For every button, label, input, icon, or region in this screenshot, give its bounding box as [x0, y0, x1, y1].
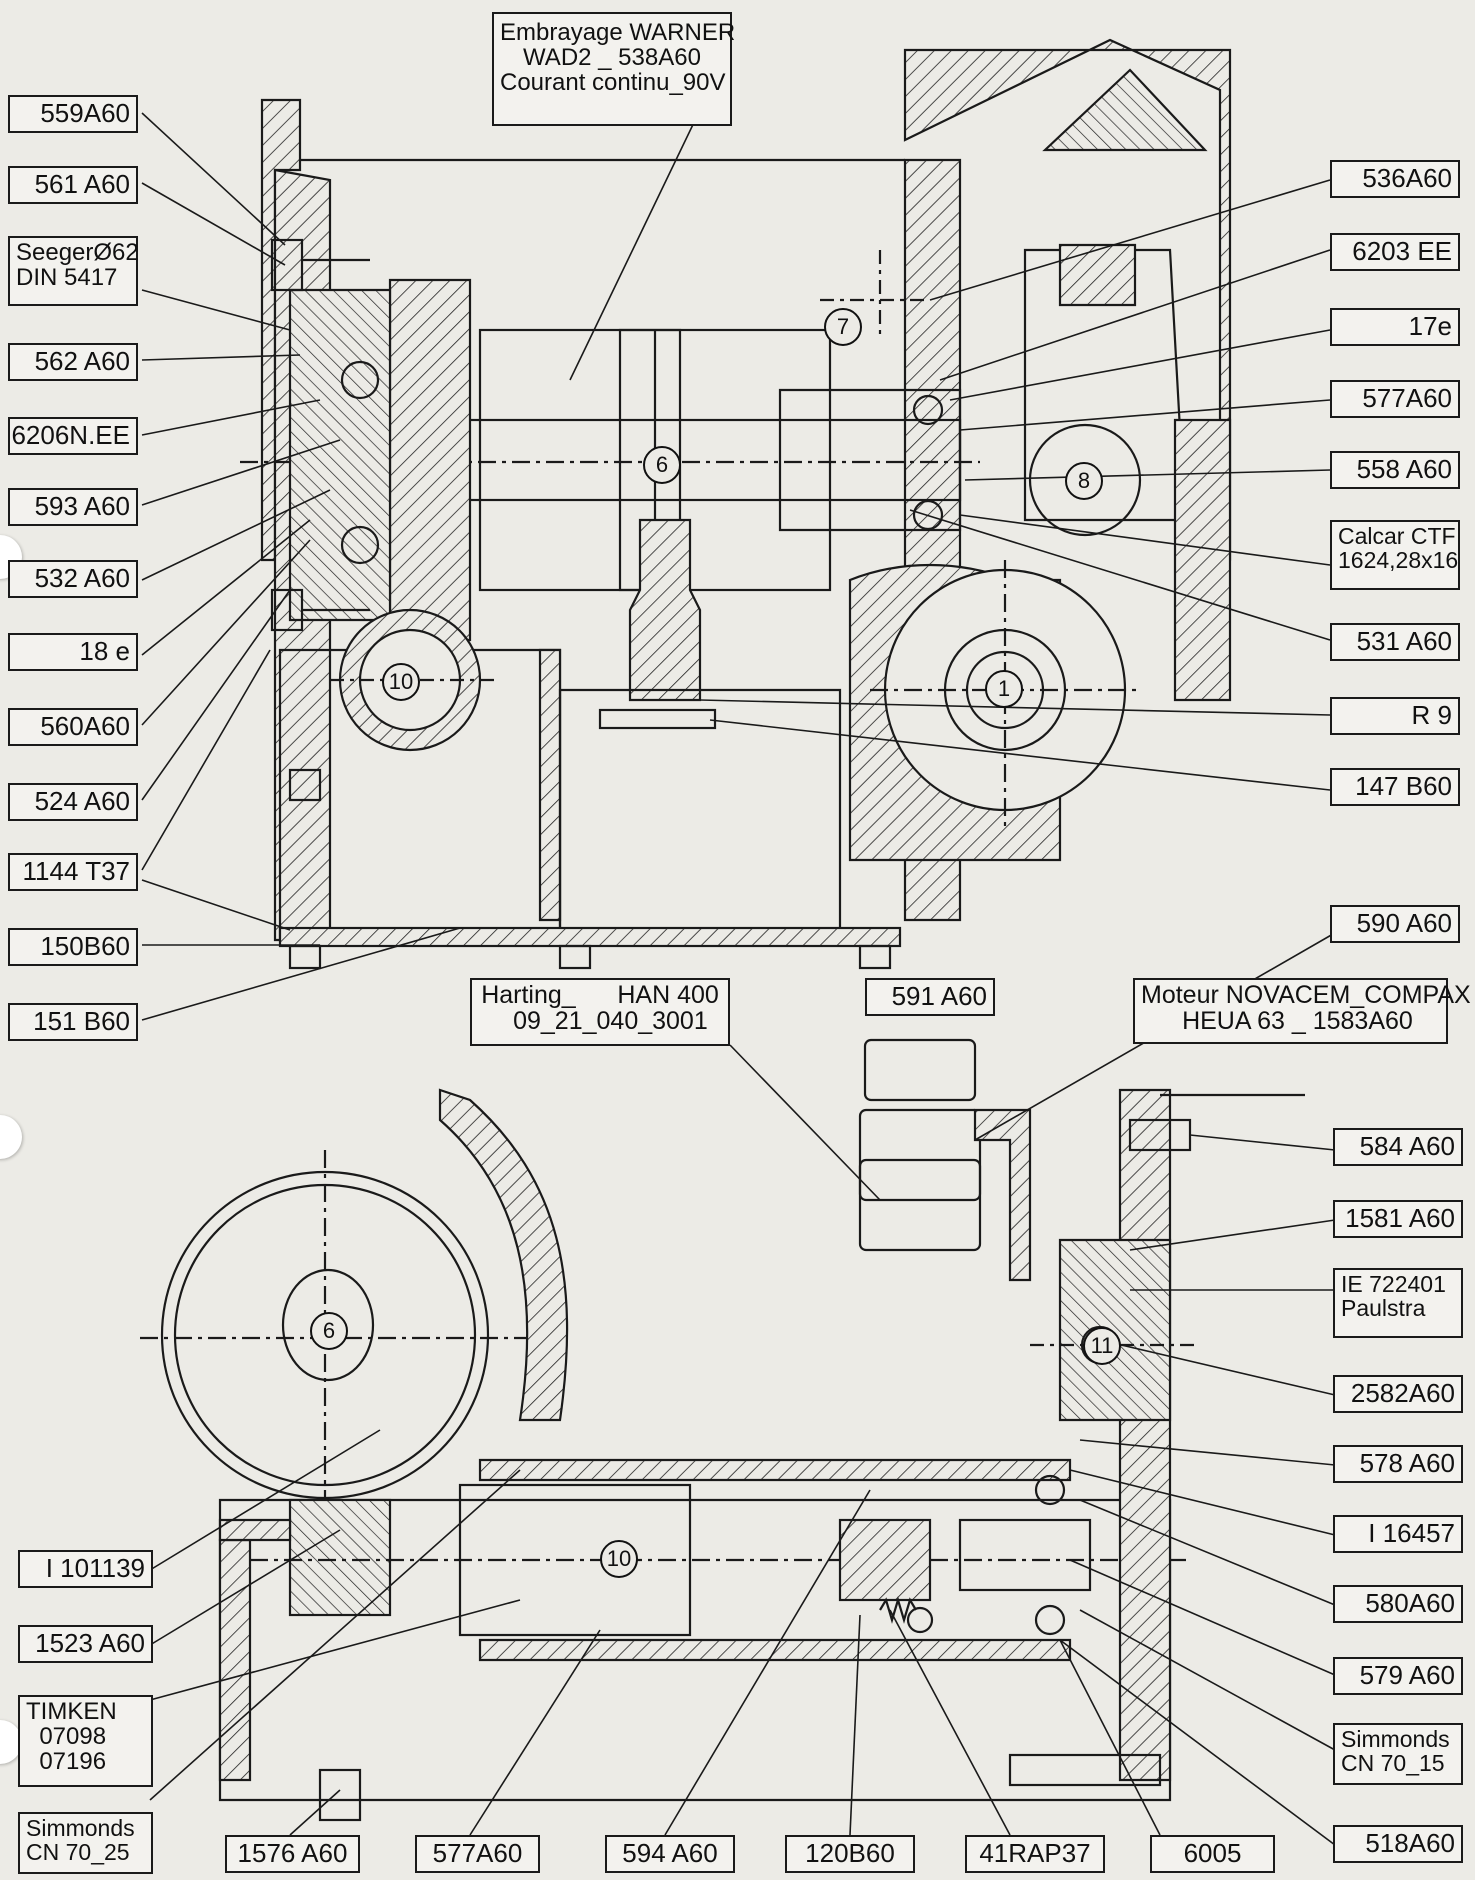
- reference-bubble-11: 11: [1083, 1327, 1121, 1365]
- part-label-524a60: 524 A60: [8, 783, 138, 821]
- reference-bubble-7: 7: [824, 308, 862, 346]
- part-label-532a60: 532 A60: [8, 560, 138, 598]
- part-label-1581a60: 1581 A60: [1333, 1200, 1463, 1238]
- part-label-593a60: 593 A60: [8, 488, 138, 526]
- part-label-560a60: 560A60: [8, 708, 138, 746]
- binder-hole-bottom: [0, 1720, 22, 1764]
- part-label-561a60: 561 A60: [8, 166, 138, 204]
- part-label-timken: TIMKEN 07098 07196: [18, 1695, 153, 1787]
- part-label-591a60: 591 A60: [865, 978, 995, 1016]
- part-label-i16457: I 16457: [1333, 1515, 1463, 1553]
- part-label-579a60: 579 A60: [1333, 1657, 1463, 1695]
- part-label-558a60: 558 A60: [1330, 451, 1460, 489]
- part-label-577a60-top: 577A60: [1330, 380, 1460, 418]
- part-label-150b60: 150B60: [8, 928, 138, 966]
- part-label-151b60: 151 B60: [8, 1003, 138, 1041]
- part-label-578a60: 578 A60: [1333, 1445, 1463, 1483]
- part-label-ie722401: IE 722401 Paulstra: [1333, 1268, 1463, 1338]
- part-label-584a60: 584 A60: [1333, 1128, 1463, 1166]
- part-label-1523a60: 1523 A60: [18, 1625, 153, 1663]
- part-label-seeger: SeegerØ62 DIN 5417: [8, 236, 139, 306]
- part-label-1144t37: 1144 T37: [8, 853, 138, 891]
- part-label-559a60: 559A60: [8, 95, 138, 133]
- reference-bubble-6-upper: 6: [643, 446, 681, 484]
- part-label-1576a60: 1576 A60: [225, 1835, 360, 1873]
- part-label-580a60: 580A60: [1333, 1585, 1463, 1623]
- binder-hole-middle: [0, 1115, 22, 1159]
- part-label-562a60: 562 A60: [8, 343, 138, 381]
- reference-bubble-1: 1: [985, 670, 1023, 708]
- part-label-17e: 17e: [1330, 308, 1460, 346]
- part-label-41rap37: 41RAP37: [965, 1835, 1105, 1873]
- connector-label: Harting_ HAN 400 09_21_040_3001: [470, 978, 730, 1046]
- part-label-590a60: 590 A60: [1330, 905, 1460, 943]
- part-label-i101139: I 101139: [18, 1550, 153, 1588]
- reference-bubble-6-lower: 6: [310, 1312, 348, 1350]
- part-label-simmonds-cn7015: Simmonds CN 70_15: [1333, 1723, 1463, 1785]
- reference-bubble-10-upper: 10: [382, 663, 420, 701]
- part-label-120b60: 120B60: [785, 1835, 915, 1873]
- part-label-r9: R 9: [1330, 697, 1460, 735]
- part-label-6005: 6005: [1150, 1835, 1275, 1873]
- part-label-577a60-bottom: 577A60: [415, 1835, 540, 1873]
- part-label-147b60: 147 B60: [1330, 768, 1460, 806]
- motor-label: Moteur NOVACEM_COMPAX HEUA 63 _ 1583A60: [1133, 978, 1471, 1044]
- part-label-518a60: 518A60: [1333, 1825, 1463, 1863]
- reference-bubble-8: 8: [1065, 462, 1103, 500]
- part-label-18e: 18 e: [8, 633, 138, 671]
- clutch-label: Embrayage WARNER WAD2 _ 538A60 Courant c…: [492, 12, 735, 126]
- part-label-594a60: 594 A60: [605, 1835, 735, 1873]
- part-label-536a60: 536A60: [1330, 160, 1460, 198]
- reference-bubble-10-lower: 10: [600, 1540, 638, 1578]
- part-label-calcar: Calcar CTF 1624,28x16: [1330, 520, 1460, 590]
- part-label-simmonds-cn7025: Simmonds CN 70_25: [18, 1812, 153, 1874]
- part-label-6206nee: 6206N.EE: [8, 417, 138, 455]
- part-label-6203ee: 6203 EE: [1330, 233, 1460, 271]
- part-label-2582a60: 2582A60: [1333, 1375, 1463, 1413]
- part-label-531a60: 531 A60: [1330, 623, 1460, 661]
